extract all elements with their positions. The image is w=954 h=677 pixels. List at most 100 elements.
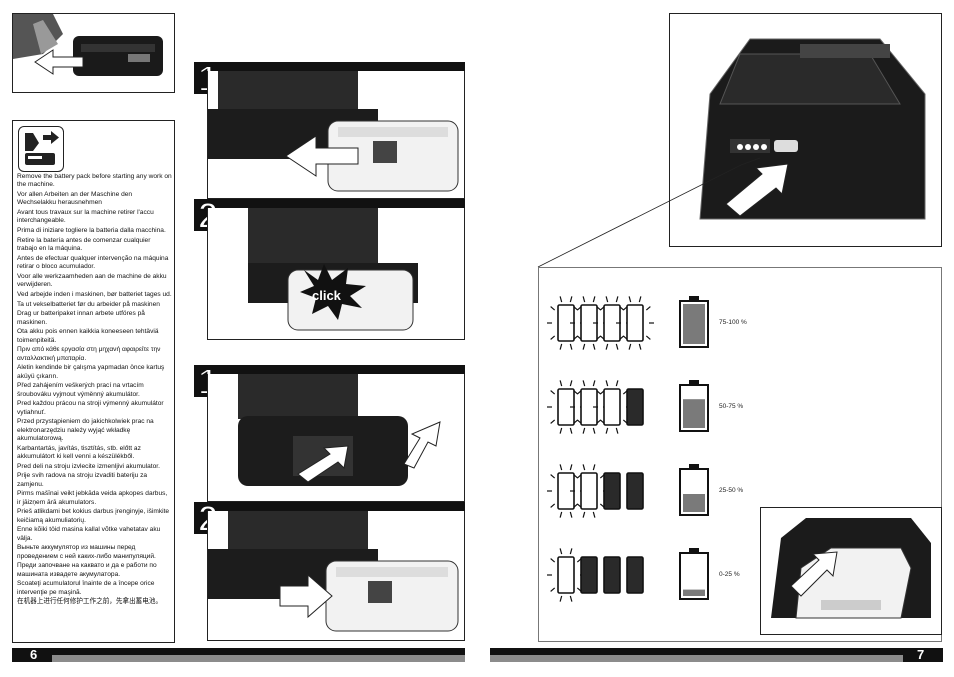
- charge-level-label: 0-25 %: [719, 571, 740, 578]
- step-header-bar: [194, 199, 465, 208]
- warning-text: Voor alle werkzaamheden aan de machine d…: [17, 272, 167, 288]
- led-ray: [596, 419, 602, 424]
- warning-text: Drag ur batteripaket innan arbete utföre…: [17, 310, 145, 326]
- led-ray: [592, 343, 596, 350]
- insert-step-1-figure: [207, 374, 465, 502]
- battery-gauge-fill: [683, 304, 705, 344]
- led-ray: [605, 427, 609, 434]
- led-ray: [550, 587, 556, 592]
- footer-bar-left-dark: [52, 648, 465, 655]
- warning-icon-frame: [18, 126, 64, 172]
- led-ray: [573, 335, 579, 340]
- led-off: [626, 556, 644, 594]
- led-off: [603, 472, 621, 510]
- battery-remove-illustration: [208, 71, 459, 192]
- led-ray: [550, 335, 556, 340]
- led-ray: [573, 503, 579, 508]
- footer-bar-right-grey: [490, 655, 903, 662]
- battery-gauge-fill: [683, 399, 705, 428]
- led-ray: [559, 511, 563, 518]
- led-ray: [605, 343, 609, 350]
- led-ray: [596, 335, 602, 340]
- led-ray: [592, 296, 596, 303]
- charge-level-chart: [547, 296, 709, 602]
- warning-text: Scoateţi acumulatorul înainte de a încep…: [17, 580, 155, 596]
- footer-bar-right: [903, 648, 943, 662]
- battery-slide-illustration: [13, 14, 163, 76]
- charge-level-label: 25-50 %: [719, 487, 744, 494]
- led-lit: [557, 556, 575, 594]
- led-ray: [573, 474, 579, 479]
- battery-pack-figure: [669, 13, 942, 247]
- warning-text: Avant tous travaux sur la machine retire…: [17, 209, 154, 225]
- warning-text: Prima di iniziare togliere la batteria d…: [17, 227, 166, 234]
- remove-step-1-figure: [207, 71, 465, 199]
- led-ray: [550, 390, 556, 395]
- led-ray: [592, 427, 596, 434]
- led-ray: [605, 380, 609, 387]
- led-ray: [596, 390, 602, 395]
- led-ray: [550, 419, 556, 424]
- led-lit: [603, 388, 621, 426]
- led-ray: [645, 306, 651, 311]
- step-header-bar: [194, 502, 465, 511]
- led-ray: [573, 390, 579, 395]
- battery-gauge-fill: [683, 589, 705, 596]
- step-header-bar: [194, 365, 465, 374]
- led-ray: [582, 511, 586, 518]
- led-ray: [569, 380, 573, 387]
- led-ray: [559, 380, 563, 387]
- warning-text: Πριν από κάθε εργασία στη μηχανή αφαιρεί…: [17, 346, 161, 362]
- click-label: click: [312, 288, 341, 303]
- led-ray: [550, 474, 556, 479]
- warning-text: Prije svih radova na stroju izvaditi bat…: [17, 472, 148, 488]
- remove-step-2-figure: click: [207, 208, 465, 340]
- warning-text: Retire la batería antes de comenzar cual…: [17, 236, 151, 252]
- warning-text: Преди започване на каквато и да е работи…: [17, 562, 157, 578]
- led-ray: [582, 296, 586, 303]
- warning-text: Aletin kendinde bir çalışma yapmadan önc…: [17, 364, 165, 380]
- led-off: [626, 472, 644, 510]
- led-ray: [605, 296, 609, 303]
- battery-release-illustration: [238, 374, 441, 486]
- battery-gauge-cap: [689, 548, 699, 553]
- battery-remove-icon: [25, 131, 59, 165]
- battery-slide-figure: [12, 13, 175, 93]
- led-ray: [638, 296, 642, 303]
- led-ray: [569, 427, 573, 434]
- led-ray: [582, 343, 586, 350]
- led-off: [626, 388, 644, 426]
- warning-text: Pirms mašīnai veikt jebkāda veida apkope…: [17, 490, 168, 506]
- warning-text: Karbantartás, javítás, tisztítás, stb. e…: [17, 444, 141, 460]
- led-ray: [582, 464, 586, 471]
- led-ray: [619, 335, 625, 340]
- led-lit: [580, 472, 598, 510]
- footer-bar-left-grey: [52, 655, 465, 662]
- led-ray: [569, 511, 573, 518]
- led-ray: [619, 306, 625, 311]
- step-header-bar: [194, 62, 465, 71]
- led-ray: [645, 335, 651, 340]
- battery-insert-illustration: [208, 511, 459, 632]
- warning-text: Выньте аккумулятор из машины перед прове…: [17, 544, 156, 560]
- led-ray: [550, 558, 556, 563]
- warning-text: Ota akku pois ennen kaikkia koneeseen te…: [17, 328, 159, 344]
- led-ray: [569, 296, 573, 303]
- led-ray: [638, 343, 642, 350]
- led-ray: [550, 306, 556, 311]
- charge-level-label: 50-75 %: [719, 403, 744, 410]
- battery-gauge-cap: [689, 464, 699, 469]
- led-ray: [550, 503, 556, 508]
- warning-text: Před zahájením veškerých prací na vrtací…: [17, 382, 144, 398]
- led-ray: [628, 343, 632, 350]
- warning-text: Przed przystąpieniem do jakichkolwiek pr…: [17, 418, 154, 442]
- led-off: [603, 556, 621, 594]
- warning-text-list: Remove the battery pack before starting …: [17, 173, 172, 608]
- led-ray: [615, 296, 619, 303]
- led-ray: [569, 595, 573, 602]
- led-ray: [628, 296, 632, 303]
- led-ray: [615, 427, 619, 434]
- led-lit: [626, 304, 644, 342]
- led-ray: [559, 343, 563, 350]
- led-off: [580, 556, 598, 594]
